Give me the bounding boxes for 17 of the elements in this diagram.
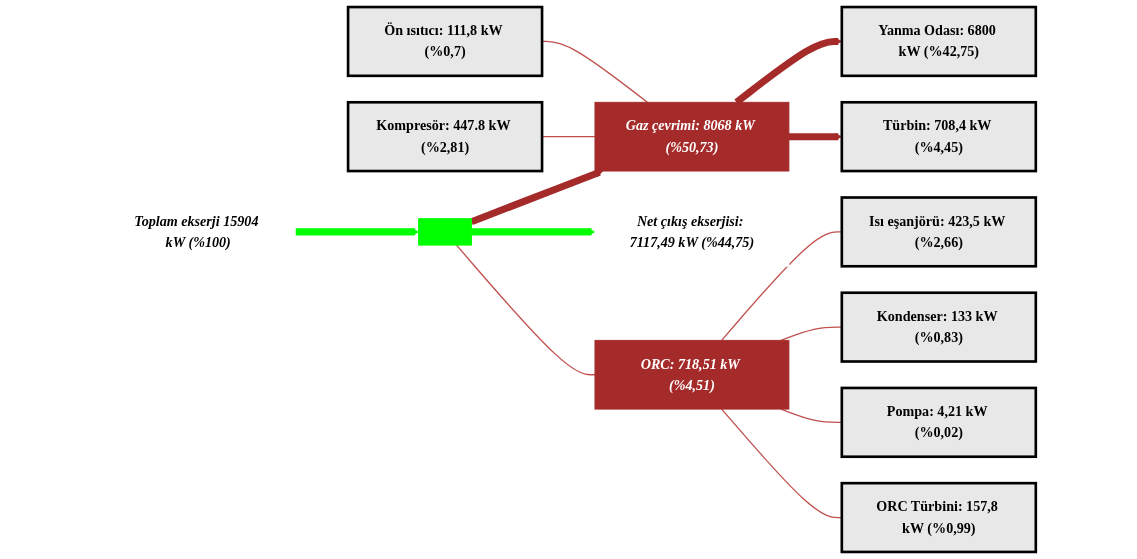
node-box: Ön ısıtıcı: 111,8 kW (%0,7) [346,5,544,78]
node-box: Yanma Odası: 6800 kW (%42,75) [840,5,1038,78]
node-box: Gaz çevrimi: 8068 kW (%50,73) [594,101,790,172]
node-box: ORC: 718,51 kW (%4,51) [594,339,790,410]
node-box: Isı eşanjörü: 423,5 kW (%2,66) [840,196,1038,268]
arrow [471,228,596,236]
node-box: Türbin: 708,4 kW (%4,45) [840,100,1038,173]
node-text: Toplam ekserji 15904 kW (%100) [134,213,259,250]
node-text: Net çıkış ekserjisi: 7117,49 kW (%44,75) [629,213,755,250]
node-box: ORC Türbini: 157,8 kW (%0,99) [840,481,1038,554]
arrow [295,228,419,236]
node-box: Kompresör: 447.8 kW (%2,81) [346,100,544,173]
node-box: Kondenser: 133 kW (%0,83) [840,291,1038,363]
arrow [470,169,604,225]
node-box [418,218,472,246]
node-box: Pompa: 4,21 kW (%0,02) [840,386,1038,459]
connector [455,244,596,376]
